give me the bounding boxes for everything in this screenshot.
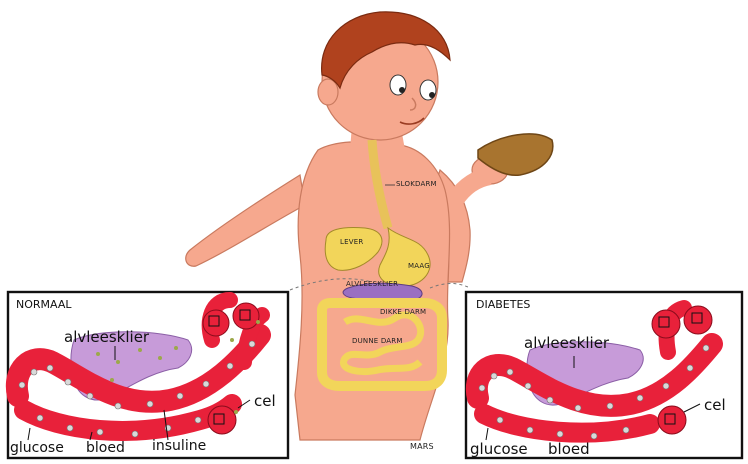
label-dunne-darm: DUNNE DARM xyxy=(352,337,403,345)
normaal-title: NORMAAL xyxy=(16,298,72,311)
cell-icon xyxy=(208,406,236,434)
normaal-label-cel: cel xyxy=(254,392,276,410)
diabetes-label-glucose: glucose xyxy=(470,440,528,458)
label-slokdarm: SLOKDARM xyxy=(396,180,437,188)
cell-icon xyxy=(233,303,259,329)
normaal-label-bloed: bloed xyxy=(86,440,125,456)
normaal-label-alvleesklier: alvleesklier xyxy=(64,328,149,346)
cell-icon xyxy=(684,306,712,334)
cell-icon xyxy=(652,310,680,338)
diabetes-label-bloed: bloed xyxy=(548,440,590,458)
diabetes-label-cel: cel xyxy=(704,396,726,414)
cell-icon xyxy=(658,406,686,434)
normaal-label-insuline: insuline xyxy=(152,438,206,454)
label-dikke-darm: DIKKE DARM xyxy=(380,308,426,316)
diabetes-label-alvleesklier: alvleesklier xyxy=(524,334,609,352)
diabetes-title: DIABETES xyxy=(476,298,530,311)
cell-icon xyxy=(203,310,229,336)
signature: MARS xyxy=(410,442,434,451)
label-maag: MAAG xyxy=(408,262,430,270)
diabetes-panel xyxy=(466,292,742,458)
normaal-panel xyxy=(8,292,288,458)
label-alvleesklier-organ: ALVLEESKLIER xyxy=(346,280,398,288)
normaal-label-glucose: glucose xyxy=(10,440,64,456)
label-lever: LEVER xyxy=(340,238,363,246)
